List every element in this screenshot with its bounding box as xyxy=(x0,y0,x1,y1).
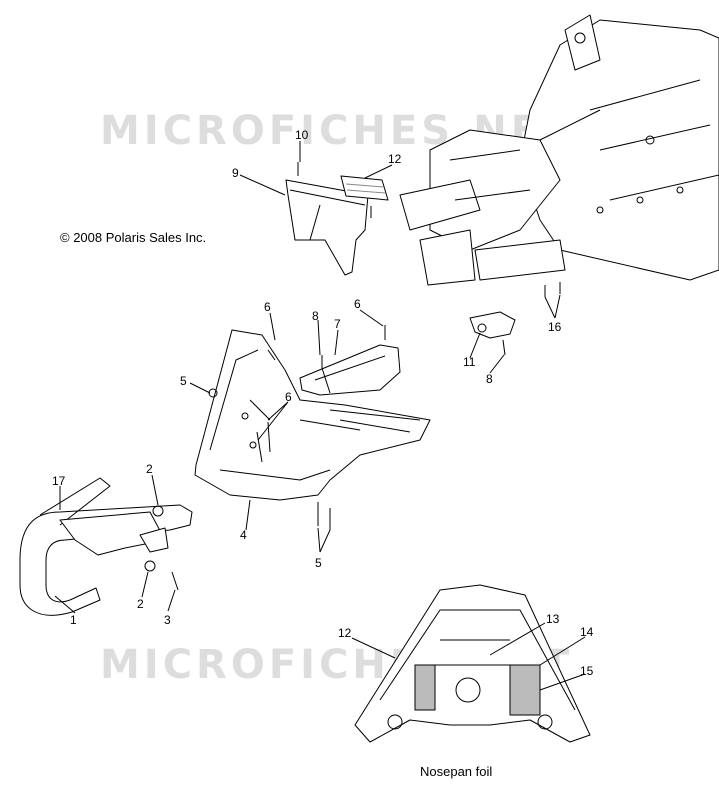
part-4-nosepan xyxy=(194,329,431,530)
callout-4: 4 xyxy=(240,528,247,542)
callout-17: 17 xyxy=(52,474,66,488)
nosepan-foil-caption: Nosepan foil xyxy=(420,764,493,779)
nosepan-foil xyxy=(354,584,591,743)
callout-13: 13 xyxy=(546,612,560,626)
chassis-frame xyxy=(399,14,719,286)
callout-5-upper: 5 xyxy=(180,374,187,388)
callout-3: 3 xyxy=(164,613,171,627)
callout-8-left: 8 xyxy=(312,309,319,323)
callout-16: 16 xyxy=(548,320,562,334)
leader-lines xyxy=(54,141,586,691)
callout-1: 1 xyxy=(70,613,77,627)
callout-9: 9 xyxy=(232,166,239,180)
callout-7: 7 xyxy=(334,317,341,331)
callout-15: 15 xyxy=(580,664,594,678)
callout-8-right: 8 xyxy=(486,372,493,386)
callout-6-left: 6 xyxy=(264,300,271,314)
copyright-text: © 2008 Polaris Sales Inc. xyxy=(60,230,207,245)
callout-10: 10 xyxy=(295,128,309,142)
callout-12-lower: 12 xyxy=(338,626,352,640)
callout-6-right: 6 xyxy=(354,297,361,311)
callout-6-middle: 6 xyxy=(285,390,292,404)
callout-12-upper: 12 xyxy=(388,152,402,166)
part-9-bracket xyxy=(285,162,389,276)
callout-2-upper: 2 xyxy=(146,462,153,476)
part-7-deflector xyxy=(299,325,401,396)
callout-2-lower: 2 xyxy=(137,597,144,611)
callout-11: 11 xyxy=(463,355,476,369)
part-1-bumper xyxy=(19,477,193,616)
callout-5-lower: 5 xyxy=(315,556,322,570)
callout-14: 14 xyxy=(580,625,594,639)
part-11-bracket xyxy=(469,282,561,356)
